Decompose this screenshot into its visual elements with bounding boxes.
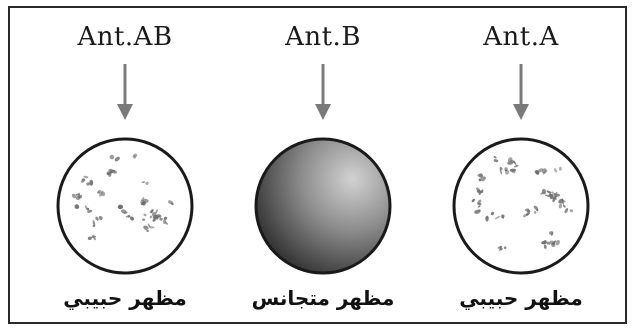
appearance-label-b: مظهر متجانس bbox=[228, 286, 418, 310]
panel-ant-a: Ant.A مظهر حبيبي bbox=[426, 8, 616, 326]
antigen-label-b: Ant.B bbox=[228, 22, 418, 52]
homogeneous-drop bbox=[253, 136, 393, 276]
panel-ant-b: Ant.B مظهر متجانس bbox=[228, 8, 418, 326]
panel-ant-ab: Ant.AB مظهر حبيبي bbox=[30, 8, 220, 326]
antigen-label-ab: Ant.AB bbox=[30, 22, 220, 52]
appearance-label-ab: مظهر حبيبي bbox=[30, 286, 220, 310]
diagram-frame: Ant.AB مظهر حبيبي Ant.B bbox=[8, 6, 627, 324]
arrow-down-icon bbox=[313, 64, 333, 120]
arrow-down-icon bbox=[115, 64, 135, 120]
granular-drop bbox=[451, 136, 591, 276]
antigen-label-a: Ant.A bbox=[426, 22, 616, 52]
granular-drop bbox=[55, 136, 195, 276]
appearance-label-a: مظهر حبيبي bbox=[426, 286, 616, 310]
arrow-down-icon bbox=[511, 64, 531, 120]
